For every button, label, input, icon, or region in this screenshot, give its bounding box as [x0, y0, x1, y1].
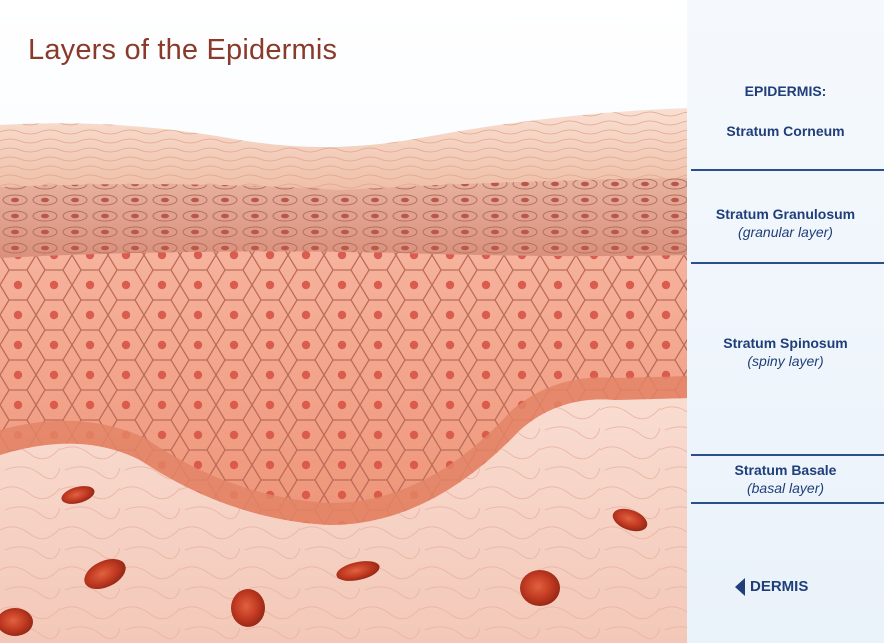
layer-legend: EPIDERMIS: Stratum Corneum Stratum Granu… [687, 0, 884, 643]
legend-corneum: Stratum Corneum [687, 122, 884, 140]
legend-divider [691, 454, 884, 456]
legend-spinosum-name: Stratum Spinosum [723, 335, 847, 351]
legend-spinosum: Stratum Spinosum (spiny layer) [687, 334, 884, 370]
legend-basale-name: Stratum Basale [735, 462, 837, 478]
legend-basale: Stratum Basale (basal layer) [687, 461, 884, 497]
legend-granulosum-sub: (granular layer) [687, 223, 884, 241]
legend-divider [691, 262, 884, 264]
legend-dermis: DERMIS [735, 578, 808, 596]
legend-granulosum: Stratum Granulosum (granular layer) [687, 205, 884, 241]
legend-dermis-label: DERMIS [750, 578, 808, 595]
legend-divider [691, 169, 884, 171]
legend-granulosum-name: Stratum Granulosum [716, 206, 855, 222]
diagram-title: Layers of the Epidermis [28, 34, 337, 67]
epidermis-illustration [0, 0, 690, 643]
left-arrow-icon [735, 578, 745, 596]
legend-heading: EPIDERMIS: [687, 82, 884, 100]
legend-divider [691, 502, 884, 504]
legend-basale-sub: (basal layer) [687, 479, 884, 497]
legend-spinosum-sub: (spiny layer) [687, 352, 884, 370]
